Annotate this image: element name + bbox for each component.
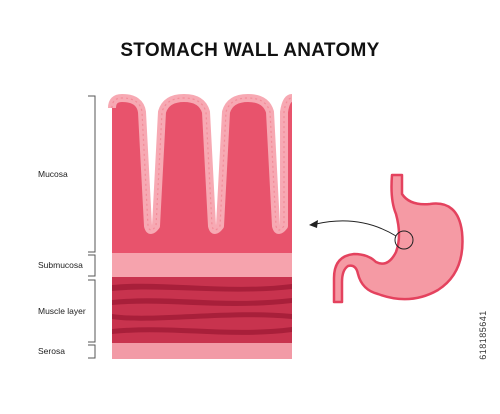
- submucosa-layer: [112, 253, 292, 277]
- muscle-fibers: [112, 283, 292, 335]
- label-serosa: Serosa: [38, 346, 65, 356]
- side-code: 618185641: [478, 310, 489, 360]
- bracket-serosa: [88, 344, 96, 359]
- page-title: STOMACH WALL ANATOMY: [120, 40, 380, 61]
- label-muscle-layer: Muscle layer: [38, 306, 86, 316]
- mucosa-lining: [108, 94, 293, 234]
- layer-brackets: [88, 95, 96, 359]
- stomach-icon: [332, 173, 464, 304]
- label-mucosa: Mucosa: [38, 169, 68, 179]
- bracket-mucosa: [88, 95, 96, 253]
- bracket-muscle: [88, 279, 96, 343]
- label-submucosa: Submucosa: [38, 260, 83, 270]
- arrow-icon: [309, 220, 397, 237]
- bracket-submucosa: [88, 254, 96, 277]
- magnify-circle-icon: [394, 230, 414, 250]
- serosa-layer: [112, 343, 292, 359]
- mucosa-layer: [108, 94, 293, 253]
